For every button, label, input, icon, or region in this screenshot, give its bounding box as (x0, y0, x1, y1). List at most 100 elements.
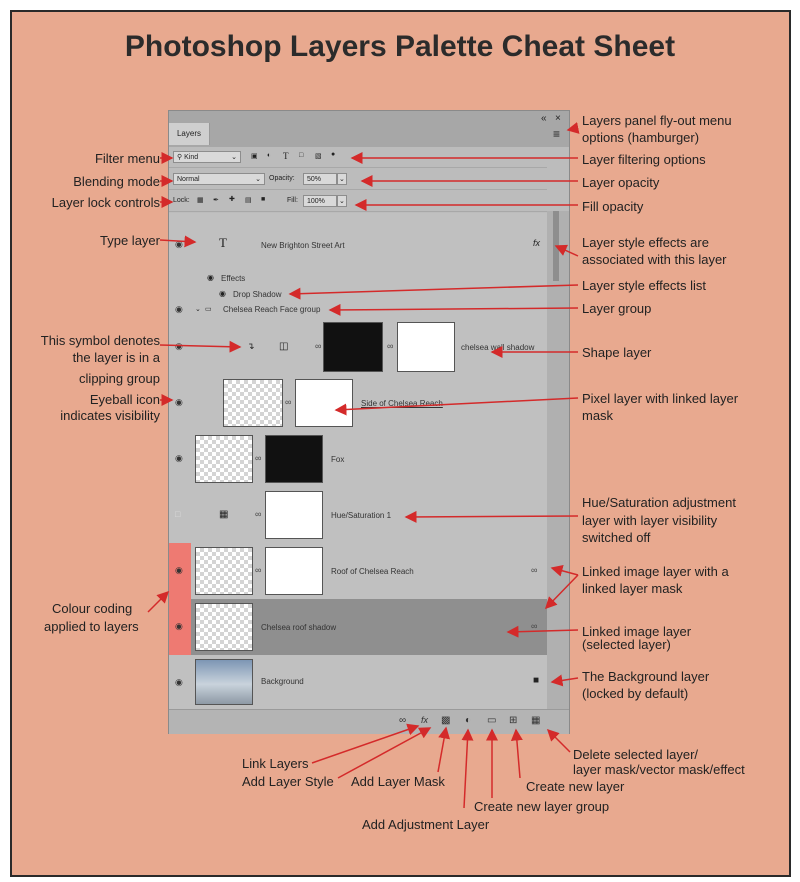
lock-image-brush-icon[interactable]: ✒ (213, 197, 219, 204)
filter-kind-value: Kind (184, 154, 199, 161)
eye-icon[interactable]: ◉ (175, 677, 183, 687)
filter-pixel-icon[interactable]: ▣ (251, 153, 258, 160)
lock-all-icon[interactable]: ■ (261, 196, 266, 203)
link-layers-icon[interactable]: ∞ (399, 715, 407, 726)
annotation-link-layers: Link Layers (242, 756, 309, 771)
tab-layers[interactable]: Layers (169, 123, 210, 145)
collapse-icon[interactable]: « (541, 113, 547, 124)
layer-thumbnail[interactable] (195, 659, 253, 705)
link-icon[interactable]: ∞ (255, 509, 262, 519)
layer-name[interactable]: New Brighton Street Art (261, 241, 345, 250)
fill-input[interactable]: 100% (303, 195, 337, 207)
filter-smart-object-icon[interactable]: ▧ (315, 153, 322, 160)
fx-icon[interactable]: fx (533, 238, 541, 248)
layer-thumbnail[interactable] (223, 379, 283, 427)
layer-row-fox[interactable]: ◉ ∞ Fox (169, 431, 547, 488)
link-icon[interactable]: ∞ (387, 341, 394, 351)
drop-shadow-eye-icon[interactable]: ◉ (219, 289, 226, 298)
effects-eye-icon[interactable]: ◉ (207, 273, 214, 282)
annotation-add-layer-style: Add Layer Style (242, 774, 334, 789)
add-layer-mask-icon[interactable]: ▩ (441, 715, 451, 726)
annotation-layer-group: Layer group (582, 301, 652, 316)
filter-shape-icon[interactable]: □ (299, 152, 304, 159)
layer-name[interactable]: Fox (331, 455, 345, 464)
arrow-colour-coding (147, 590, 170, 613)
eye-icon[interactable]: ◉ (175, 621, 183, 631)
layer-mask-thumbnail[interactable] (265, 491, 323, 539)
blend-mode-select[interactable]: Normal⌄ (173, 173, 265, 185)
new-layer-icon[interactable]: ⊞ (509, 715, 518, 726)
blend-row: Normal⌄ Opacity: 50% ⌄ (169, 169, 547, 190)
link-icon[interactable]: ∞ (315, 341, 322, 351)
lock-transparent-icon[interactable]: ▦ (197, 197, 204, 204)
eye-icon[interactable]: ◉ (175, 565, 183, 575)
new-group-folder-icon[interactable]: ▭ (487, 715, 497, 726)
eye-icon[interactable]: ◉ (175, 239, 183, 249)
arrow-add-adjustment (461, 728, 474, 809)
layer-thumbnail[interactable] (323, 322, 383, 372)
arrow-flyout-menu (566, 122, 580, 134)
link-icon[interactable]: ∞ (255, 453, 262, 463)
annotation-clipping-1: This symbol denotes (40, 333, 160, 348)
layer-thumbnail[interactable] (195, 603, 253, 651)
layer-row-hue-saturation[interactable]: □ ▦ ∞ Hue/Saturation 1 (169, 487, 547, 544)
chevron-down-icon: ⌄ (231, 154, 237, 161)
annotation-selected-2: (selected layer) (582, 637, 671, 652)
layer-name[interactable]: Side of Chelsea Reach (361, 399, 443, 408)
annotation-style-effects-2: associated with this layer (582, 252, 727, 267)
eye-icon[interactable]: ◉ (175, 453, 183, 463)
layer-name[interactable]: Background (261, 677, 304, 686)
link-icon[interactable]: ∞ (285, 397, 292, 407)
annotation-clipping-2: the layer is in a (72, 350, 160, 365)
annotation-linked-mask-1: Linked image layer with a (582, 564, 729, 579)
layer-name[interactable]: Chelsea Reach Face group (223, 305, 321, 314)
opacity-chevron-icon[interactable]: ⌄ (337, 173, 347, 185)
layer-name[interactable]: Chelsea roof shadow (261, 623, 337, 632)
arrow-hue-sat (404, 510, 579, 523)
folder-icon: ▭ (205, 306, 212, 313)
layer-mask-thumbnail[interactable] (265, 547, 323, 595)
layer-row-pixel[interactable]: ◉ ∞ Side of Chelsea Reach (169, 375, 547, 432)
fill-chevron-icon[interactable]: ⌄ (337, 195, 347, 207)
linked-layer-icon: ∞ (531, 565, 538, 575)
fill-label: Fill: (287, 197, 298, 204)
lock-position-icon[interactable]: ✚ (229, 196, 235, 203)
annotation-eyeball-2: indicates visibility (60, 408, 160, 423)
add-layer-style-icon[interactable]: fx (421, 715, 429, 725)
opacity-input[interactable]: 50% (303, 173, 337, 185)
layer-thumbnail[interactable] (195, 547, 253, 595)
filter-adjustment-icon[interactable]: ◐ (267, 152, 272, 159)
filter-type-icon[interactable]: T (283, 151, 289, 161)
filter-kind-select[interactable]: ⚲ Kind ⌄ (173, 151, 241, 163)
lock-icon: ■ (533, 675, 540, 686)
layer-name[interactable]: Roof of Chelsea Reach (331, 567, 414, 576)
eye-icon[interactable]: ◉ (175, 304, 183, 314)
chevron-down-icon[interactable]: ⌄ (195, 306, 201, 313)
drop-shadow-label[interactable]: Drop Shadow (233, 290, 282, 299)
close-icon[interactable]: × (555, 113, 561, 124)
layer-mask-thumbnail[interactable] (397, 322, 455, 372)
trash-icon[interactable]: ▦ (531, 715, 541, 726)
layer-mask-thumbnail[interactable] (295, 379, 353, 427)
layer-name[interactable]: Hue/Saturation 1 (331, 511, 392, 520)
layer-row-background[interactable]: ◉ Background ■ (169, 655, 547, 710)
layer-row-type[interactable]: ◉ T New Brighton Street Art fx ◉ Effects… (169, 213, 547, 302)
arrow-add-layer-style (337, 727, 432, 779)
effects-label: Effects (221, 274, 246, 283)
eye-icon[interactable]: ◉ (175, 397, 183, 407)
arrow-type-layer (159, 235, 197, 248)
hamburger-menu-icon[interactable]: ≡ (553, 127, 561, 141)
link-icon[interactable]: ∞ (255, 565, 262, 575)
eye-hidden-icon[interactable]: □ (175, 509, 181, 519)
lock-artboard-icon[interactable]: ▤ (245, 197, 252, 204)
search-icon: ⚲ (177, 154, 183, 161)
filter-toggle-icon[interactable]: ● (331, 151, 336, 158)
add-adjustment-layer-icon[interactable]: ◐ (465, 715, 472, 726)
layer-row-roof[interactable]: ◉ ∞ Roof of Chelsea Reach ∞ (169, 543, 547, 600)
annotation-add-adjustment-layer: Add Adjustment Layer (362, 817, 490, 832)
layer-thumbnail[interactable] (195, 435, 253, 483)
annotation-selected-1: Linked image layer (582, 624, 692, 639)
annotation-eyeball-1: Eyeball icon (89, 392, 160, 407)
annotation-colour-coding-2: applied to layers (44, 619, 139, 634)
layer-mask-thumbnail[interactable] (265, 435, 323, 483)
